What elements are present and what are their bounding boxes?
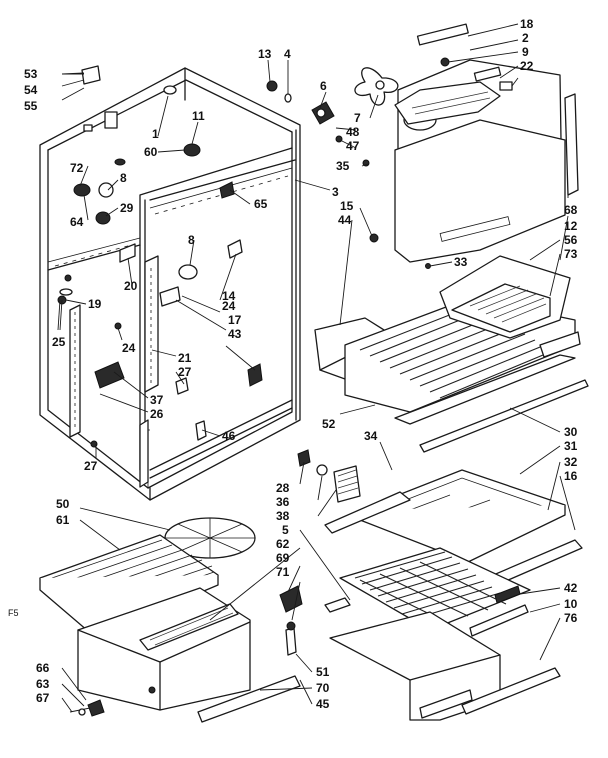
callout: 50	[56, 497, 70, 511]
callout: 24	[122, 341, 136, 355]
callout: 19	[88, 297, 102, 311]
callout: 48	[346, 125, 360, 139]
callout: 68	[564, 203, 578, 217]
callout: 60	[144, 145, 158, 159]
callout: 52	[322, 417, 336, 431]
heater-block	[333, 465, 361, 503]
callout: 54	[24, 83, 38, 97]
shelf-trim-34	[324, 491, 411, 534]
callout: 34	[364, 429, 378, 443]
callout-labels: 18 2 9 22 13 4 6 7 48 47 35 53 54 55 1 6…	[8, 17, 578, 711]
grille-18	[416, 23, 469, 46]
callout: 7	[354, 111, 361, 125]
callout: 11	[192, 109, 205, 123]
callout: 28	[276, 481, 290, 495]
callout: 46	[222, 429, 236, 443]
callout: 32	[564, 455, 578, 469]
freezer-bin	[39, 517, 303, 723]
callout: 21	[178, 351, 192, 365]
callout: 55	[24, 99, 38, 113]
cabinet-liner	[39, 65, 301, 501]
callout: 35	[336, 159, 350, 173]
callout: 53	[24, 67, 38, 81]
callout: 9	[522, 45, 529, 59]
callout: 70	[316, 681, 330, 695]
callout: 12	[564, 219, 578, 233]
callout: 27	[84, 459, 98, 473]
callout: 63	[36, 677, 50, 691]
callout: 3	[332, 185, 339, 199]
hinge-37	[94, 361, 125, 389]
callout: 31	[564, 439, 578, 453]
callout: 61	[56, 513, 70, 527]
callout: 6	[320, 79, 327, 93]
upper-shelves	[314, 255, 589, 453]
callout: 43	[228, 327, 242, 341]
callout: 51	[316, 665, 330, 679]
callout: 36	[276, 495, 290, 509]
callout: 71	[276, 565, 290, 579]
callout: 18	[520, 17, 534, 31]
callout: 66	[36, 661, 50, 675]
callout: 13	[258, 47, 272, 61]
callout: 25	[52, 335, 66, 349]
callout: 8	[120, 171, 127, 185]
callout: 8	[188, 233, 195, 247]
callout: 65	[254, 197, 268, 211]
callout: 16	[564, 469, 578, 483]
callout: 33	[454, 255, 468, 269]
callout: 62	[276, 537, 290, 551]
callout: 30	[564, 425, 578, 439]
callout: 45	[316, 697, 330, 711]
callout: 4	[284, 47, 291, 61]
callout: 67	[36, 691, 50, 705]
callout: 42	[564, 581, 578, 595]
callout: 38	[276, 509, 290, 523]
vent-plate	[104, 111, 118, 129]
callout: 15	[340, 199, 354, 213]
grommet-13	[266, 80, 278, 92]
page-code: F5	[8, 608, 19, 618]
lower-crisper	[324, 547, 561, 721]
light-bulb	[178, 264, 198, 280]
callout: 27	[178, 365, 192, 379]
callout: 69	[276, 551, 290, 565]
callout: 26	[150, 407, 164, 421]
callout: 22	[520, 59, 534, 73]
callout: 1	[152, 127, 159, 141]
callout: 37	[150, 393, 164, 407]
callout: 47	[346, 139, 360, 153]
callout: 29	[120, 201, 134, 215]
evaporator-assembly	[266, 23, 579, 269]
callout: 73	[564, 247, 578, 261]
callout: 10	[564, 597, 578, 611]
callout: 64	[70, 215, 84, 229]
leader-lines	[59, 23, 576, 713]
callout: 24	[222, 299, 236, 313]
callout: 76	[564, 611, 578, 625]
callout: 5	[282, 523, 289, 537]
callout: 20	[124, 279, 138, 293]
callout: 17	[228, 313, 242, 327]
callout: 44	[338, 213, 352, 227]
callout: 56	[564, 233, 578, 247]
callout: 2	[522, 31, 529, 45]
control-knob-11	[183, 143, 201, 157]
callout: 72	[70, 161, 84, 175]
callout: 14	[222, 289, 236, 303]
